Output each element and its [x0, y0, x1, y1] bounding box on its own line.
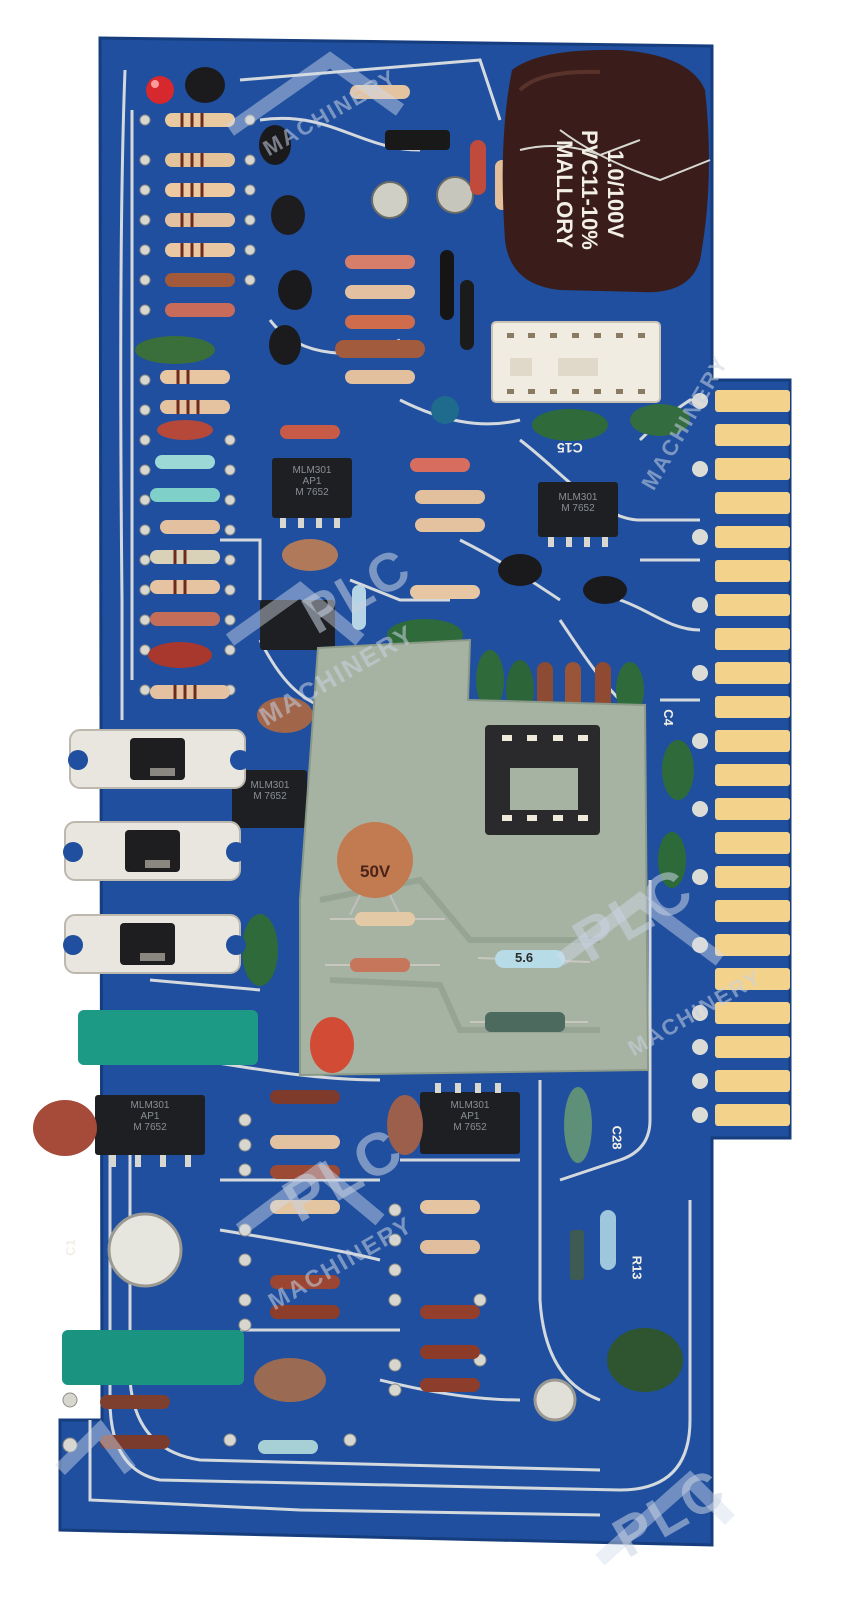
- green-film-capacitors: [62, 1010, 258, 1385]
- ic-1-line-2: AP1: [302, 476, 322, 487]
- silkscreen-c15: C15: [557, 440, 583, 456]
- resistors-top-middle: [335, 85, 509, 384]
- capacitor-label-line-3: MALLORY: [552, 140, 577, 248]
- ceramic-cap-label: 50V: [360, 862, 391, 881]
- capacitor-label-line-2: PVC11-10%: [577, 130, 602, 250]
- large-capacitor: [502, 49, 711, 293]
- white-connector: [491, 321, 661, 403]
- edge-connector: [715, 390, 790, 1126]
- ic-2-line-3: M 7652: [561, 503, 595, 514]
- ic-5-line-3: M 7652: [453, 1122, 487, 1133]
- orange-capacitors: [33, 1017, 423, 1402]
- ic-5-line-1: MLM301: [450, 1100, 490, 1111]
- resistors-middle: [257, 425, 627, 733]
- solder-pads: [62, 114, 487, 1453]
- dip-switches: [63, 729, 250, 974]
- ic-1-line-1: MLM301: [292, 465, 332, 476]
- transistors-top: [185, 67, 474, 424]
- resistors-lower: [100, 1090, 480, 1454]
- blue-resistor-label: 5.6: [515, 950, 534, 965]
- silkscreen-c4: C4: [660, 709, 676, 726]
- ic-1-marking: MLM301 AP1 M 7652: [282, 465, 342, 498]
- ic-5-marking: MLM301 AP1 M 7652: [435, 1100, 505, 1133]
- ic-2-marking: MLM301 M 7652: [548, 492, 608, 514]
- ic-4-marking: MLM301 AP1 M 7652: [115, 1100, 185, 1133]
- daughter-board: [299, 638, 650, 1077]
- capacitor-label-line-1: 1.0/100V: [603, 150, 628, 239]
- silkscreen-r13: R13: [629, 1255, 645, 1280]
- edge-connector-pads: [692, 393, 708, 1123]
- ic-4-line-1: MLM301: [130, 1100, 170, 1111]
- ic-3-marking: MLM301 M 7652: [240, 780, 300, 802]
- metal-can-transistors: [107, 1212, 577, 1422]
- ic-5-line-2: AP1: [460, 1111, 480, 1122]
- ic-3-line-3: M 7652: [253, 791, 287, 802]
- resistor-column-left: [135, 113, 235, 699]
- led: [146, 76, 174, 104]
- silkscreen-c1: C1: [62, 1239, 78, 1256]
- ic-3-line-1: MLM301: [250, 780, 290, 791]
- watermark-shapes: [55, 51, 735, 1566]
- ic-2-line-1: MLM301: [558, 492, 598, 503]
- ic-4-line-2: AP1: [140, 1111, 160, 1122]
- ic-1-line-3: M 7652: [295, 487, 329, 498]
- ic-chips: [95, 458, 618, 1167]
- silkscreen-c28: C28: [609, 1125, 625, 1150]
- ic-4-line-3: M 7652: [133, 1122, 167, 1133]
